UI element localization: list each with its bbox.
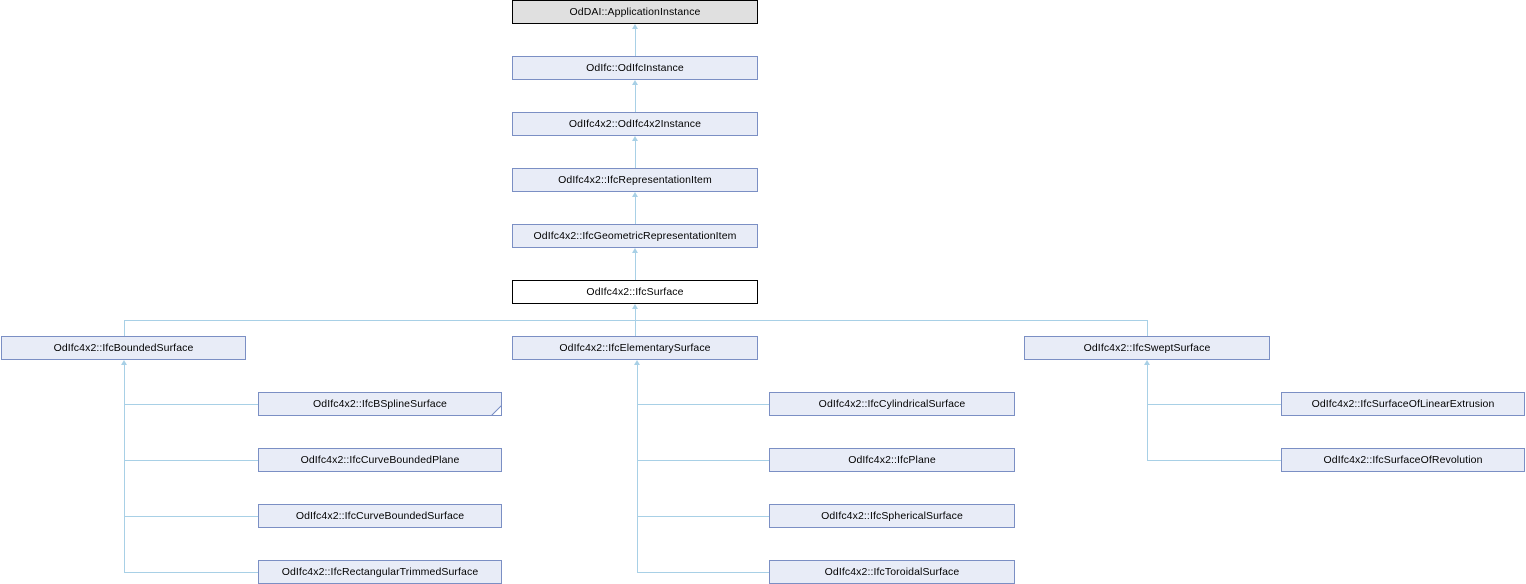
arrowhead-trunk-n8 [1143,360,1150,365]
class-node-IfcCurveBoundedPlane[interactable]: OdIfc4x2::IfcCurveBoundedPlane [258,448,502,472]
edge-n7-to-n13 [637,404,769,405]
class-node-label: OdIfc4x2::IfcBoundedSurface [53,341,194,354]
class-node-IfcSphericalSurface[interactable]: OdIfc4x2::IfcSphericalSurface [769,504,1015,528]
class-node-IfcToroidalSurface[interactable]: OdIfc4x2::IfcToroidalSurface [769,560,1015,584]
edge-bus-to-n8 [1147,320,1148,336]
edge-n2-to-n1 [635,85,636,112]
arrowhead-n3-to-n2 [631,136,638,141]
class-node-IfcBSplineSurface[interactable]: OdIfc4x2::IfcBSplineSurface [258,392,502,416]
class-node-IfcSweptSurface[interactable]: OdIfc4x2::IfcSweptSurface [1024,336,1270,360]
edge-n6-to-n10 [124,460,258,461]
arrowhead-surface-trunk [631,304,638,309]
class-node-IfcSurfaceOfRevolution[interactable]: OdIfc4x2::IfcSurfaceOfRevolution [1281,448,1525,472]
class-node-IfcPlane[interactable]: OdIfc4x2::IfcPlane [769,448,1015,472]
arrowhead-n2-to-n1 [631,80,638,85]
edge-bus-to-n7 [635,320,636,336]
class-node-IfcSurfaceOfLinearExtrusion[interactable]: OdIfc4x2::IfcSurfaceOfLinearExtrusion [1281,392,1525,416]
edge-trunk-n6 [124,365,125,572]
edge-trunk-n7 [637,365,638,572]
class-node-label: OdIfc4x2::IfcRepresentationItem [558,173,712,186]
edge-n8-to-n17 [1147,404,1281,405]
class-node-label: OdIfc4x2::IfcCurveBoundedPlane [300,453,460,466]
class-node-label: OdIfc4x2::IfcSweptSurface [1083,341,1211,354]
edge-trunk-n8 [1147,365,1148,460]
class-node-IfcGeometricRepresentationItem[interactable]: OdIfc4x2::IfcGeometricRepresentationItem [512,224,758,248]
class-node-label: OdIfc4x2::IfcSphericalSurface [821,509,963,522]
class-node-IfcSurface[interactable]: OdIfc4x2::IfcSurface [512,280,758,304]
class-node-IfcElementarySurface[interactable]: OdIfc4x2::IfcElementarySurface [512,336,758,360]
edge-n5-to-n4 [635,253,636,280]
edge-n6-to-n12 [124,572,258,573]
class-node-IfcBoundedSurface[interactable]: OdIfc4x2::IfcBoundedSurface [1,336,246,360]
edge-n7-to-n14 [637,460,769,461]
arrowhead-trunk-n7 [633,360,640,365]
edge-surface-trunk [635,309,636,320]
edge-n8-to-n18 [1147,460,1281,461]
edge-bus-to-n6 [124,320,125,336]
class-node-IfcCylindricalSurface[interactable]: OdIfc4x2::IfcCylindricalSurface [769,392,1015,416]
class-node-label: OdIfc4x2::IfcToroidalSurface [824,565,960,578]
class-node-label: OdIfc4x2::IfcPlane [848,453,936,466]
class-node-OdIfcInstance[interactable]: OdIfc::OdIfcInstance [512,56,758,80]
class-node-IfcCurveBoundedSurface[interactable]: OdIfc4x2::IfcCurveBoundedSurface [258,504,502,528]
arrowhead-trunk-n6 [120,360,127,365]
class-node-IfcRepresentationItem[interactable]: OdIfc4x2::IfcRepresentationItem [512,168,758,192]
class-node-ApplicationInstance[interactable]: OdDAI::ApplicationInstance [512,0,758,24]
class-node-label: OdIfc4x2::IfcElementarySurface [559,341,711,354]
edge-n4-to-n3 [635,197,636,224]
class-node-IfcRectangularTrimmedSurface[interactable]: OdIfc4x2::IfcRectangularTrimmedSurface [258,560,502,584]
class-node-label: OdIfc4x2::IfcCylindricalSurface [818,397,966,410]
class-node-label: OdIfc4x2::OdIfc4x2Instance [568,117,702,130]
edge-n7-to-n15 [637,516,769,517]
edge-n6-to-n9 [124,404,258,405]
class-node-label: OdIfc4x2::IfcGeometricRepresentationItem [533,229,737,242]
class-node-label: OdIfc4x2::IfcCurveBoundedSurface [295,509,465,522]
class-node-label: OdIfc4x2::IfcRectangularTrimmedSurface [281,565,479,578]
class-node-label: OdIfc::OdIfcInstance [586,61,684,74]
class-node-label: OdDAI::ApplicationInstance [569,5,701,18]
arrowhead-n1-to-n0 [631,24,638,29]
edge-n3-to-n2 [635,141,636,168]
class-node-label: OdIfc4x2::IfcSurface [586,285,684,298]
class-node-label: OdIfc4x2::IfcSurfaceOfLinearExtrusion [1311,397,1495,410]
arrowhead-n4-to-n3 [631,192,638,197]
class-node-label: OdIfc4x2::IfcSurfaceOfRevolution [1323,453,1483,466]
edge-n1-to-n0 [635,29,636,56]
class-node-OdIfc4x2Instance[interactable]: OdIfc4x2::OdIfc4x2Instance [512,112,758,136]
edge-n7-to-n16 [637,572,769,573]
arrowhead-n5-to-n4 [631,248,638,253]
edge-n6-to-n11 [124,516,258,517]
class-node-label: OdIfc4x2::IfcBSplineSurface [312,397,448,410]
